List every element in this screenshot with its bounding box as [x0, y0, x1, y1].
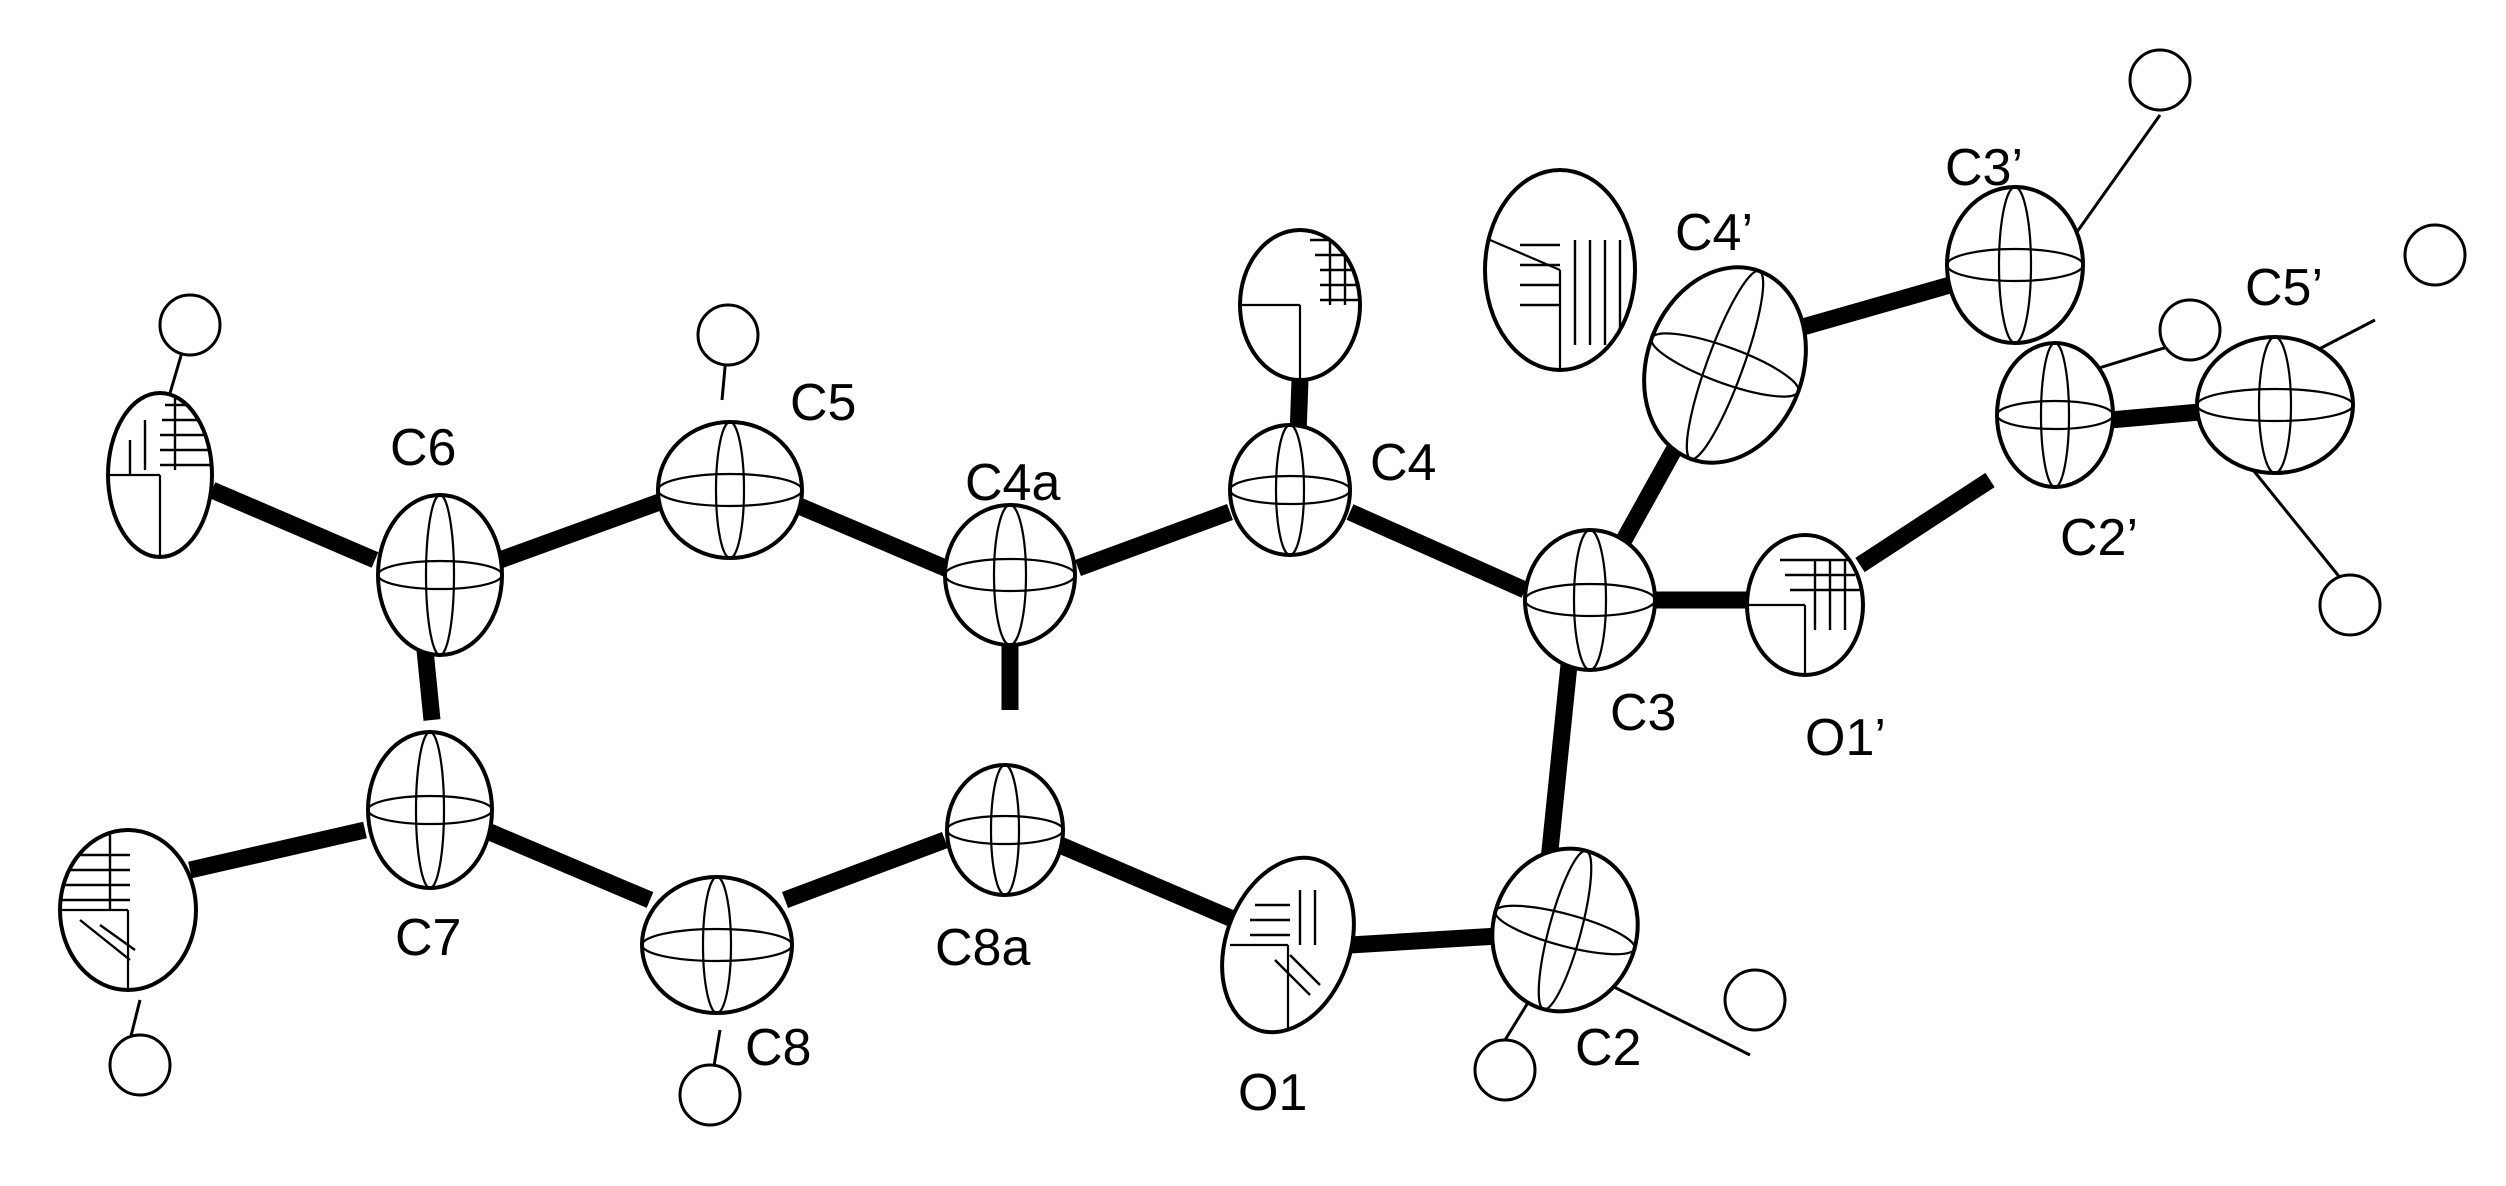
- label-c4a: C4a: [965, 454, 1060, 512]
- atom-oxygen-c6: [106, 391, 214, 559]
- atom-oxygen-c4: [1238, 228, 1362, 382]
- label-c8a: C8a: [935, 919, 1030, 977]
- label-o1-prime: O1’: [1805, 709, 1886, 767]
- label-c5-prime: C5’: [2245, 259, 2323, 317]
- atom-c4-prime-substituent: [1483, 168, 1637, 372]
- atom-c4: [1228, 423, 1352, 557]
- atom-c5-prime: [2195, 335, 2355, 475]
- atom-c4-prime: [1642, 265, 1808, 465]
- atom-c6: [376, 493, 504, 657]
- atom-c5: [656, 420, 804, 560]
- label-c6: C6: [390, 419, 456, 477]
- carbon-ellipsoids: [366, 185, 2355, 1015]
- label-o1: O1: [1238, 1064, 1307, 1122]
- oxygen-ellipsoids: [58, 168, 1865, 1035]
- atom-c7: [366, 730, 494, 890]
- atom-o1-prime: [1745, 533, 1865, 677]
- atom-labels: C6 C5 C4a C4 C4’ C3’ C5’ C2’ C3 O1’ C7 C…: [390, 139, 2323, 1122]
- label-c8: C8: [745, 1019, 811, 1077]
- hydrogen-atoms: [108, 48, 2467, 1127]
- label-c5: C5: [790, 374, 856, 432]
- atom-c2-prime: [1995, 341, 2115, 489]
- label-c2: C2: [1575, 1019, 1641, 1077]
- atom-c8: [640, 875, 794, 1015]
- atom-oxygen-c7: [58, 828, 198, 992]
- label-c3-prime: C3’: [1945, 139, 2023, 197]
- atom-o1: [1220, 855, 1356, 1035]
- label-c2-prime: C2’: [2060, 509, 2138, 567]
- label-c4: C4: [1370, 434, 1436, 492]
- atom-c8a: [945, 763, 1065, 897]
- label-c3: C3: [1610, 684, 1676, 742]
- label-c4-prime: C4’: [1675, 204, 1753, 262]
- label-c7: C7: [395, 909, 461, 967]
- atom-c2: [1490, 846, 1640, 1014]
- atom-c3: [1523, 528, 1657, 672]
- atom-c3-prime: [1945, 185, 2085, 345]
- atom-c4a: [943, 503, 1077, 647]
